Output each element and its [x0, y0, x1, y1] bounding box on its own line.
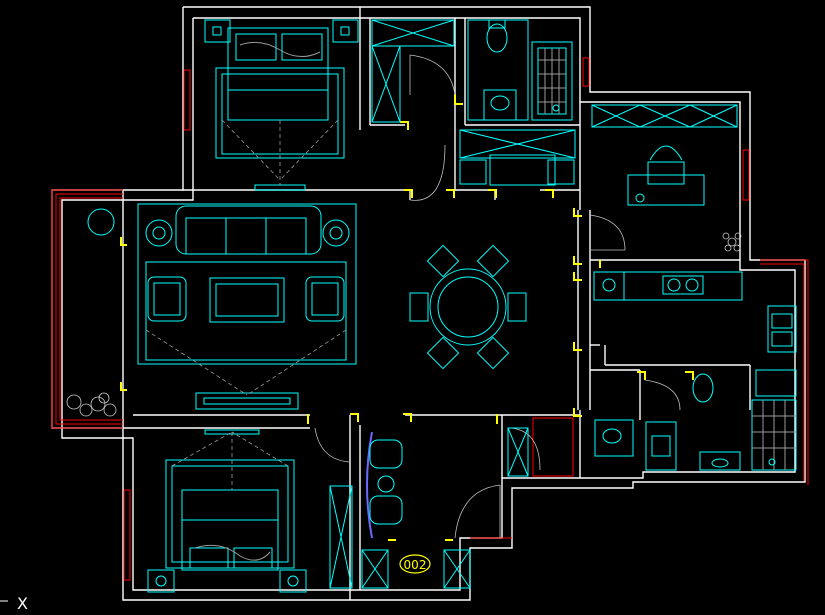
bedroom-bottom: [147, 429, 307, 593]
sink-icon: [490, 95, 510, 111]
study-room: [591, 104, 738, 206]
sink-icon: [602, 428, 622, 444]
living-room-dashes: [145, 329, 347, 396]
toilet-icon: [486, 23, 508, 53]
door-swings: [314, 54, 681, 539]
bedroom-top: [204, 19, 359, 191]
axis-label: X: [17, 594, 28, 613]
room-tag: 002: [399, 554, 431, 574]
closet-middle: [459, 129, 576, 186]
bedroom-bottom-dashes: [171, 431, 289, 490]
living-room: [87, 203, 357, 410]
balcony-plant-icon: [66, 392, 117, 417]
toilet-icon: [692, 373, 714, 403]
bed-icon: [181, 489, 279, 571]
walls: [51, 6, 806, 601]
axis-indicator: X: [0, 594, 28, 613]
door-frames: [120, 94, 694, 541]
bedroom-top-dashes: [221, 119, 339, 185]
dining-table-icon: [409, 244, 527, 370]
armchair-icon: [87, 208, 115, 236]
bathroom-top: [467, 19, 573, 121]
tag-label: 002: [404, 558, 427, 572]
sofa-icon: [175, 205, 322, 255]
stove-icon: [662, 275, 704, 295]
plant-icon: [722, 232, 742, 252]
entry-corridor: [329, 427, 529, 589]
windows: [51, 57, 809, 581]
wardrobe-top: [371, 19, 455, 123]
bathroom-bottom: [594, 369, 797, 471]
kitchen: [593, 271, 797, 353]
armchair-icon: [649, 145, 683, 161]
